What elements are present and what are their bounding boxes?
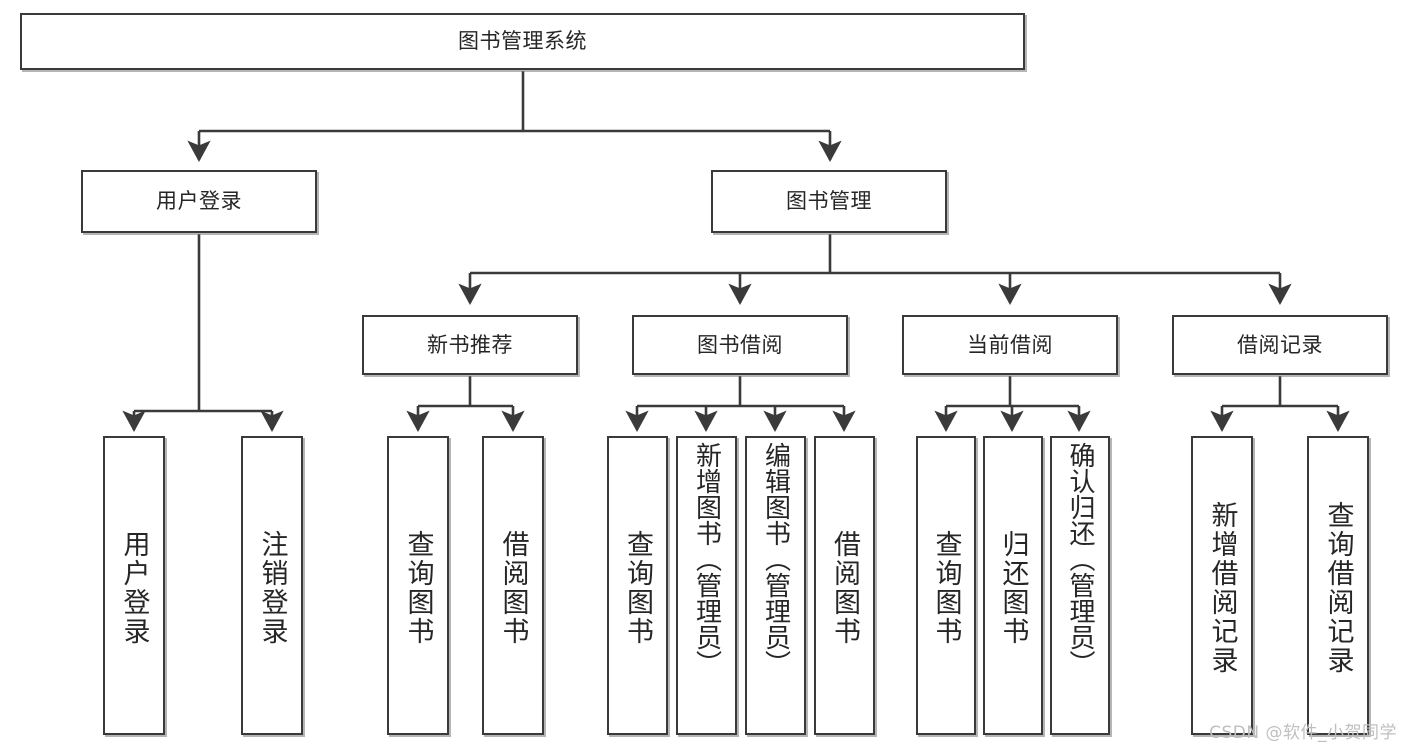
node-leaf-borrow-book-1[interactable]: 借阅图书 (482, 436, 544, 735)
node-borrow-record-label: 借阅记录 (1237, 332, 1323, 357)
node-book-borrow[interactable]: 图书借阅 (632, 315, 848, 375)
node-leaf-return-book-label: 归还图书 (997, 529, 1029, 646)
node-new-book-rec[interactable]: 新书推荐 (362, 315, 578, 375)
node-leaf-query-book-1-label: 查询图书 (402, 529, 434, 646)
node-leaf-edit-book[interactable]: 编辑图书（管理员） (745, 436, 806, 735)
node-leaf-borrow-book-2[interactable]: 借阅图书 (814, 436, 875, 735)
node-new-book-rec-label: 新书推荐 (427, 332, 513, 357)
node-leaf-user-login-label: 用户登录 (118, 529, 150, 646)
node-leaf-borrow-book-2-label: 借阅图书 (829, 529, 860, 646)
node-leaf-query-book-2-label: 查询图书 (622, 529, 653, 646)
node-book-mgmt[interactable]: 图书管理 (711, 170, 947, 233)
node-leaf-edit-book-label: 编辑图书（管理员） (760, 442, 791, 676)
node-leaf-query-record[interactable]: 查询借阅记录 (1307, 436, 1369, 735)
node-leaf-add-book[interactable]: 新增图书（管理员） (676, 436, 737, 735)
node-current-borrow[interactable]: 当前借阅 (902, 315, 1118, 375)
csdn-watermark: CSDN @软件_小贺同学 (1209, 723, 1397, 743)
node-leaf-confirm-return[interactable]: 确认归还（管理员） (1050, 436, 1110, 735)
node-leaf-borrow-book-1-label: 借阅图书 (497, 529, 529, 646)
node-root-label: 图书管理系统 (458, 29, 587, 54)
node-leaf-user-login[interactable]: 用户登录 (103, 436, 165, 735)
node-leaf-query-book-3-label: 查询图书 (930, 529, 962, 646)
node-leaf-query-book-1[interactable]: 查询图书 (387, 436, 449, 735)
node-leaf-logout[interactable]: 注销登录 (241, 436, 303, 735)
node-current-borrow-label: 当前借阅 (967, 332, 1053, 357)
node-leaf-add-book-label: 新增图书（管理员） (691, 442, 722, 676)
node-borrow-record[interactable]: 借阅记录 (1172, 315, 1388, 375)
node-book-borrow-label: 图书借阅 (697, 332, 783, 357)
node-leaf-query-record-label: 查询借阅记录 (1322, 500, 1354, 675)
node-user-login-label: 用户登录 (156, 189, 242, 214)
node-leaf-query-book-3[interactable]: 查询图书 (916, 436, 976, 735)
node-leaf-confirm-return-label: 确认归还（管理员） (1065, 442, 1095, 676)
node-leaf-add-record[interactable]: 新增借阅记录 (1191, 436, 1253, 735)
node-book-mgmt-label: 图书管理 (786, 189, 872, 214)
node-root[interactable]: 图书管理系统 (20, 13, 1025, 70)
node-leaf-query-book-2[interactable]: 查询图书 (607, 436, 668, 735)
node-leaf-add-record-label: 新增借阅记录 (1206, 500, 1238, 675)
node-leaf-logout-label: 注销登录 (256, 529, 288, 646)
node-user-login[interactable]: 用户登录 (81, 170, 317, 233)
node-leaf-return-book[interactable]: 归还图书 (983, 436, 1043, 735)
